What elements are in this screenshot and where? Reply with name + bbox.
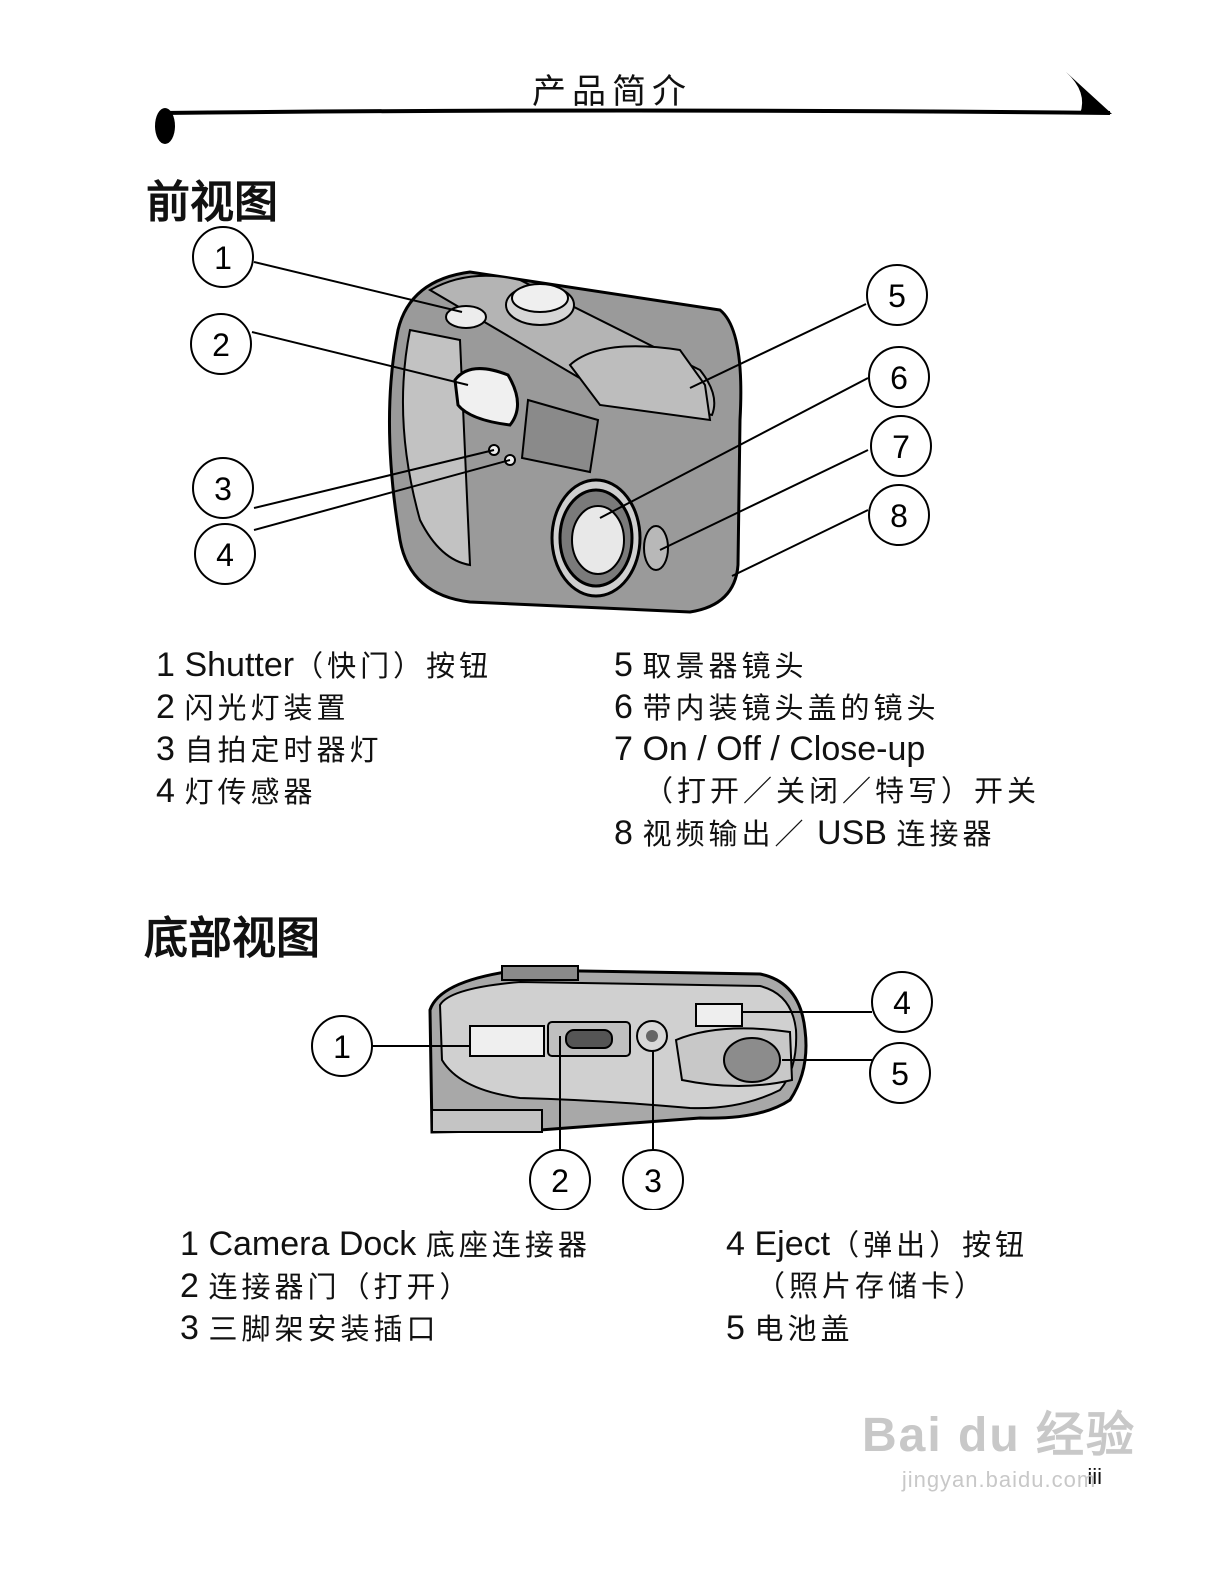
bottom-view-diagram: 1 2 3 4 5 (311, 965, 933, 1210)
legend-item: 1 Shutter（快门）按钮 (156, 646, 493, 684)
svg-text:7: 7 (892, 429, 910, 465)
front-callout-8: 8 (868, 484, 930, 546)
svg-text:1: 1 (214, 240, 232, 276)
front-callouts: 1 2 3 4 5 6 7 8 (190, 226, 932, 585)
svg-text:8: 8 (890, 498, 908, 534)
svg-text:1: 1 (333, 1029, 351, 1065)
camera-bottom-illustration (428, 965, 808, 1134)
page-number: iii (1087, 1464, 1102, 1489)
header-rule-dot (155, 108, 175, 144)
front-view-title: 前视图 (146, 177, 278, 228)
front-callout-6: 6 (868, 346, 930, 408)
watermark-logo: Bai du 经验 (861, 1409, 1136, 1462)
legend-item: 3 自拍定时器灯 (156, 730, 383, 768)
legend-item-continuation: （打开／关闭／特写）开关 (644, 774, 1041, 808)
front-callout-3: 3 (192, 457, 254, 519)
legend-item: 5 取景器镜头 (614, 646, 808, 684)
legend-item: 6 带内装镜头盖的镜头 (614, 688, 940, 726)
svg-text:5: 5 (891, 1056, 909, 1092)
legend-item: 1 Camera Dock 底座连接器 (180, 1225, 591, 1263)
svg-text:4: 4 (216, 537, 234, 573)
bottom-callout-4: 4 (871, 971, 933, 1033)
front-callout-7: 7 (870, 415, 932, 477)
bottom-callout-2: 2 (529, 1149, 591, 1210)
legend-item: 2 闪光灯装置 (156, 688, 350, 726)
bottom-callout-3: 3 (622, 1149, 684, 1210)
front-callout-4: 4 (194, 523, 256, 585)
front-legend-right: 5 取景器镜头 6 带内装镜头盖的镜头 7 On / Off / Close-u… (614, 643, 1040, 853)
bottom-callout-1: 1 (311, 1015, 373, 1077)
legend-item-continuation: （照片存储卡） (756, 1269, 988, 1303)
bottom-legend-right: 4 Eject（弹出）按钮 （照片存储卡） 5 电池盖 (726, 1222, 1028, 1348)
bottom-leader-lines (372, 1011, 872, 1150)
svg-text:4: 4 (893, 985, 911, 1021)
svg-text:2: 2 (551, 1163, 569, 1199)
bottom-callout-5: 5 (869, 1042, 931, 1104)
legend-item: 7 On / Off / Close-up (614, 730, 926, 768)
legend-item: 4 Eject（弹出）按钮 (726, 1225, 1029, 1263)
watermark-url: jingyan.baidu.com (901, 1467, 1097, 1492)
bottom-view-title: 底部视图 (144, 913, 320, 964)
svg-text:5: 5 (888, 278, 906, 314)
baidu-watermark: Bai du 经验 jingyan.baidu.com (862, 1395, 1136, 1493)
svg-text:2: 2 (212, 327, 230, 363)
bottom-callouts: 1 2 3 4 5 (311, 971, 933, 1210)
header-rule (155, 72, 1112, 144)
front-callout-1: 1 (192, 226, 254, 288)
front-callout-2: 2 (190, 313, 252, 375)
legend-item: 2 连接器门（打开） (180, 1267, 473, 1305)
front-callout-5: 5 (866, 264, 928, 326)
legend-item: 4 灯传感器 (156, 772, 317, 810)
front-view-diagram: 1 2 3 4 5 6 7 8 (190, 226, 932, 614)
legend-item: 8 视频输出／ USB 连接器 (614, 814, 996, 852)
legend-item: 3 三脚架安装插口 (180, 1309, 440, 1347)
front-leader-lines (251, 261, 869, 577)
camera-front-illustration (387, 270, 743, 614)
page-header-title: 产品简介 (532, 72, 692, 112)
front-legend-left: 1 Shutter（快门）按钮 2 闪光灯装置 3 自拍定时器灯 4 灯传感器 (156, 643, 492, 811)
svg-text:6: 6 (890, 360, 908, 396)
svg-text:3: 3 (644, 1163, 662, 1199)
header-rule-hook (1066, 72, 1112, 114)
svg-text:3: 3 (214, 471, 232, 507)
legend-item: 5 电池盖 (726, 1309, 854, 1347)
bottom-legend-left: 1 Camera Dock 底座连接器 2 连接器门（打开） 3 三脚架安装插口 (180, 1222, 591, 1348)
